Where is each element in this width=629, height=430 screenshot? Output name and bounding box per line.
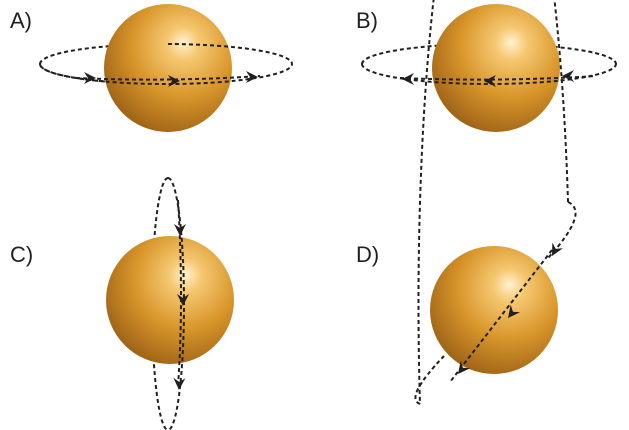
orbit-center-a (75, 75, 261, 81)
arrowhead-b-left (402, 73, 414, 85)
panel-d: D) (356, 0, 577, 405)
panel-c: C) (10, 177, 234, 430)
arrowhead-c-bottom (173, 377, 186, 391)
orbit-center-b (399, 75, 597, 81)
orbit-back-d (417, 0, 569, 405)
orbit-front-b (361, 63, 617, 85)
panel-label-b: B) (356, 8, 378, 33)
sphere-b (432, 4, 560, 132)
sphere-d (430, 246, 558, 374)
orbit-front-a (167, 43, 294, 85)
panel-label-a: A) (10, 8, 32, 33)
orbit-center-c (177, 199, 182, 387)
orbit-front-d-bottom (414, 355, 445, 405)
sphere-a (104, 4, 232, 132)
panel-a: A) (10, 4, 294, 132)
panel-label-c: C) (10, 242, 33, 267)
panel-label-d: D) (356, 242, 379, 267)
orbit-front-d-top (547, 201, 577, 259)
orbit-back-a (39, 63, 169, 86)
sphere-c (106, 236, 234, 364)
panel-b: B) (356, 4, 617, 132)
orbit-back-b (361, 43, 617, 65)
